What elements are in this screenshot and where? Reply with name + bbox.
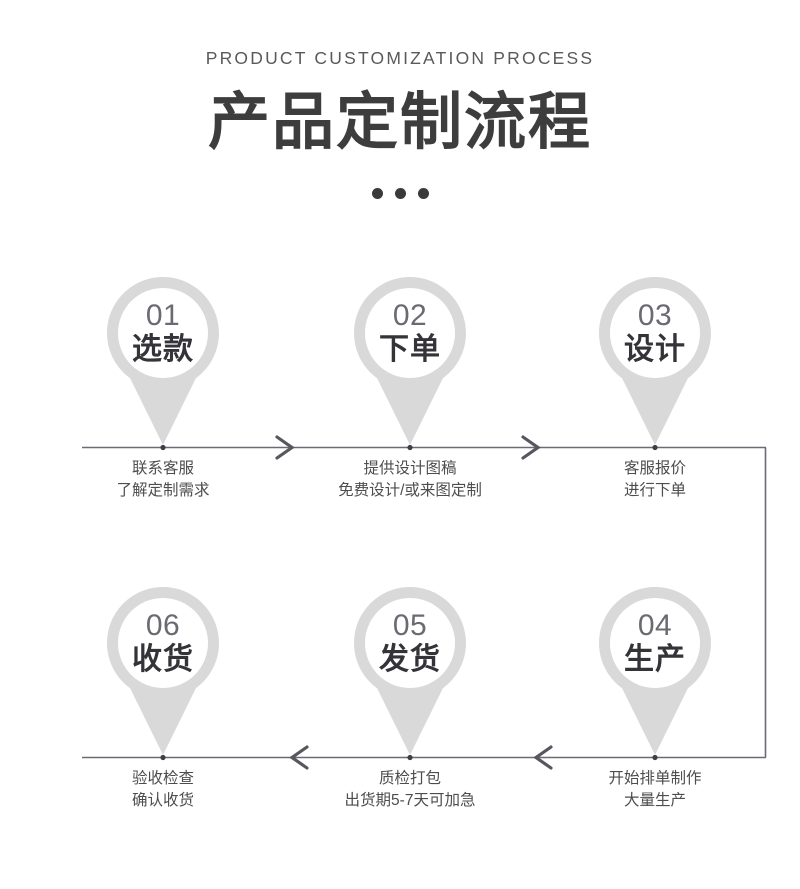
junction-dot-step-05 xyxy=(407,754,413,761)
dot-separator xyxy=(0,187,800,199)
caption-line-2: 出货期5-7天可加急 xyxy=(344,792,476,809)
step-name: 收货 xyxy=(132,643,194,676)
junction-dot-step-01 xyxy=(160,444,166,451)
map-pin-icon xyxy=(354,277,466,445)
step-number: 03 xyxy=(637,299,673,332)
map-pin-icon xyxy=(107,587,219,755)
separator-dot-1 xyxy=(371,187,383,199)
step-name: 设计 xyxy=(624,333,686,366)
step-number: 01 xyxy=(145,299,181,332)
header: PRODUCT CUSTOMIZATION PROCESS 产品定制流程 xyxy=(0,0,800,199)
page-title: 产品定制流程 xyxy=(207,87,592,157)
step-caption-05: 质检打包 出货期5-7天可加急 xyxy=(290,768,530,812)
caption-line-2: 大量生产 xyxy=(623,792,686,809)
caption-line-2: 确认收货 xyxy=(131,792,194,809)
step-number: 05 xyxy=(392,609,428,642)
junction-dot-step-04 xyxy=(652,754,658,761)
caption-line-1: 客服报价 xyxy=(623,460,686,477)
step-number: 04 xyxy=(637,609,673,642)
bottom-arrowhead-2 xyxy=(533,745,553,770)
step-pin-05-labels: 05 发货 xyxy=(354,587,466,699)
step-name: 生产 xyxy=(624,643,686,676)
step-caption-01: 联系客服 了解定制需求 xyxy=(63,458,263,502)
caption-line-1: 质检打包 xyxy=(378,770,441,787)
step-pin-01[interactable]: 01 选款 xyxy=(107,277,219,445)
map-pin-icon xyxy=(599,277,711,445)
step-caption-03: 客服报价 进行下单 xyxy=(555,458,755,502)
junction-dot-step-03 xyxy=(652,444,658,451)
caption-line-1: 开始排单制作 xyxy=(608,770,702,787)
top-arrowhead-2 xyxy=(521,435,541,460)
separator-dot-3 xyxy=(417,187,429,199)
step-pin-03[interactable]: 03 设计 xyxy=(599,277,711,445)
caption-line-2: 了解定制需求 xyxy=(116,482,210,499)
eyebrow-text: PRODUCT CUSTOMIZATION PROCESS xyxy=(205,48,595,68)
caption-line-1: 验收检查 xyxy=(131,770,194,787)
junction-dot-step-06 xyxy=(160,754,166,761)
caption-line-1: 提供设计图稿 xyxy=(363,460,457,477)
step-caption-02: 提供设计图稿 免费设计/或来图定制 xyxy=(290,458,530,502)
step-pin-04[interactable]: 04 生产 xyxy=(599,587,711,755)
step-pin-06[interactable]: 06 收货 xyxy=(107,587,219,755)
junction-dot-step-02 xyxy=(407,444,413,451)
step-number: 06 xyxy=(145,609,181,642)
step-pin-03-labels: 03 设计 xyxy=(599,277,711,389)
step-caption-06: 验收检查 确认收货 xyxy=(63,768,263,812)
map-pin-icon xyxy=(599,587,711,755)
step-pin-04-labels: 04 生产 xyxy=(599,587,711,699)
map-pin-icon xyxy=(107,277,219,445)
step-pin-02[interactable]: 02 下单 xyxy=(354,277,466,445)
step-caption-04: 开始排单制作 大量生产 xyxy=(555,768,755,812)
step-number: 02 xyxy=(392,299,428,332)
map-pin-icon xyxy=(354,587,466,755)
bottom-arrowhead-1 xyxy=(289,745,309,770)
step-pin-02-labels: 02 下单 xyxy=(354,277,466,389)
top-arrowhead-1 xyxy=(275,435,295,460)
caption-line-2: 进行下单 xyxy=(623,482,686,499)
step-pin-06-labels: 06 收货 xyxy=(107,587,219,699)
caption-line-1: 联系客服 xyxy=(131,460,194,477)
step-pin-05[interactable]: 05 发货 xyxy=(354,587,466,755)
separator-dot-2 xyxy=(394,187,406,199)
step-pin-01-labels: 01 选款 xyxy=(107,277,219,389)
caption-line-2: 免费设计/或来图定制 xyxy=(338,482,482,499)
step-name: 下单 xyxy=(379,333,441,366)
step-name: 选款 xyxy=(132,333,194,366)
step-name: 发货 xyxy=(379,643,441,676)
